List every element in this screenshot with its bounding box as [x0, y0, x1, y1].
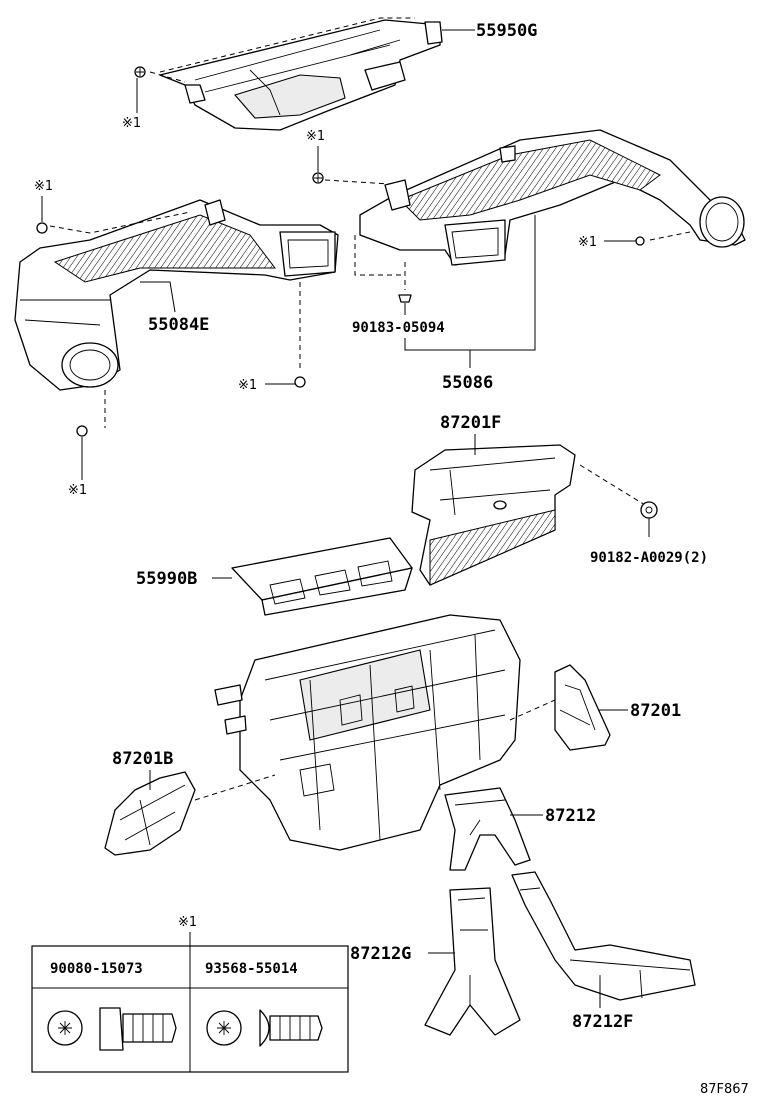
label-55086: 55086: [442, 373, 493, 393]
screw-icon: [312, 172, 324, 184]
figure-id: 87F867: [700, 1082, 749, 1097]
screw-icon: [635, 236, 645, 246]
screw-icon: [294, 376, 306, 388]
screw-icon: [134, 66, 146, 78]
duct-87212f: [511, 871, 696, 1001]
bracket-87201f: [411, 444, 576, 586]
label-87212g: 87212G: [350, 944, 411, 964]
duct-87212g: [424, 887, 521, 1036]
legend-col2-label: 93568-55014: [205, 961, 298, 977]
cover-87201: [554, 664, 611, 751]
label-90182-a0029: 90182-A0029(2): [590, 550, 708, 566]
legend-col1-label: 90080-15073: [50, 961, 143, 977]
fastener-legend: ※1 90080-15073 93568-55014: [31, 915, 349, 1073]
cover-87201b: [104, 771, 196, 856]
label-90183-05094: 90183-05094: [352, 320, 445, 336]
label-55990b: 55990B: [136, 569, 197, 589]
vent-frame-55990b: [231, 537, 413, 616]
label-87212: 87212: [545, 806, 596, 826]
heater-unit: [214, 614, 521, 851]
screw-head-icon: [206, 1010, 242, 1046]
label-55084e: 55084E: [148, 315, 209, 335]
screw-side-icon: [259, 1009, 323, 1047]
clip-icon: [640, 501, 658, 519]
screw-icon: [36, 222, 48, 234]
label-87201: 87201: [630, 701, 681, 721]
screw-side-icon: [99, 1007, 177, 1051]
marker-1: ※1: [68, 483, 87, 498]
duct-87212: [444, 787, 531, 871]
screw-icon: [76, 425, 88, 437]
duct-55084e: [14, 199, 339, 391]
legend-marker: ※1: [178, 915, 197, 930]
label-87201f: 87201F: [440, 413, 501, 433]
duct-55086: [359, 129, 746, 266]
screw-head-icon: [47, 1010, 83, 1046]
label-87212f: 87212F: [572, 1012, 633, 1032]
marker-1: ※1: [578, 235, 597, 250]
marker-1: ※1: [306, 129, 325, 144]
marker-1: ※1: [238, 378, 257, 393]
label-87201b: 87201B: [112, 749, 173, 769]
marker-1: ※1: [34, 179, 53, 194]
duct-55950g: [159, 19, 443, 131]
marker-1: ※1: [122, 116, 141, 131]
clip-icon: [398, 294, 412, 303]
label-55950g: 55950G: [476, 21, 537, 41]
